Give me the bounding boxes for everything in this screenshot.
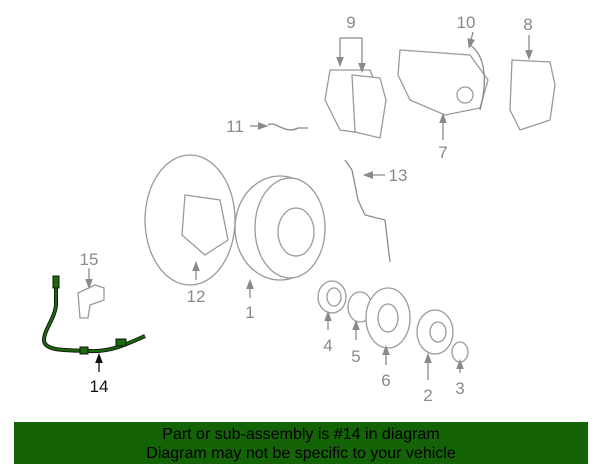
part-13-brake-hose[interactable]: 13 [344, 159, 408, 263]
part-9-brake-pads[interactable]: 9 [324, 13, 387, 139]
part-12-dust-shield[interactable]: 12 [144, 154, 236, 306]
callout-12: 12 [187, 287, 206, 306]
part-11-wear-sensor[interactable]: 11 [226, 117, 308, 136]
callout-6: 6 [381, 371, 390, 390]
callout-13: 13 [389, 166, 408, 185]
callout-5: 5 [351, 347, 360, 366]
part-2-hub[interactable]: 2 [416, 309, 454, 405]
callout-1: 1 [245, 303, 254, 322]
banner-line-1: Part or sub-assembly is #14 in diagram [162, 426, 440, 443]
part-6-shield[interactable]: 6 [365, 287, 411, 390]
banner-line-2: Diagram may not be specific to your vehi… [146, 445, 456, 462]
callout-10: 10 [457, 13, 476, 32]
part-1-rotor[interactable]: 1 [234, 175, 326, 322]
parts-diagram: 9 7 10 8 11 12 1 13 [41, 13, 556, 405]
callout-7: 7 [438, 143, 447, 162]
part-8-carrier[interactable]: 8 [509, 15, 556, 131]
part-10-sensor-wire[interactable]: 10 [457, 13, 485, 111]
part-7-caliper[interactable]: 7 [397, 49, 489, 162]
callout-2: 2 [423, 386, 432, 405]
callout-14: 14 [90, 377, 109, 396]
callout-8: 8 [523, 15, 532, 34]
part-14-abs-sensor[interactable]: 14 [41, 275, 146, 396]
callout-3: 3 [455, 379, 464, 398]
callout-9: 9 [346, 13, 355, 32]
part-4-bearing[interactable]: 4 [317, 280, 347, 355]
callout-4: 4 [323, 336, 332, 355]
part-15-bracket[interactable]: 15 [77, 250, 105, 319]
callout-15: 15 [80, 250, 99, 269]
info-banner: Part or sub-assembly is #14 in diagram D… [14, 422, 588, 464]
part-3-nut[interactable]: 3 [451, 341, 469, 398]
callout-11: 11 [226, 117, 244, 136]
